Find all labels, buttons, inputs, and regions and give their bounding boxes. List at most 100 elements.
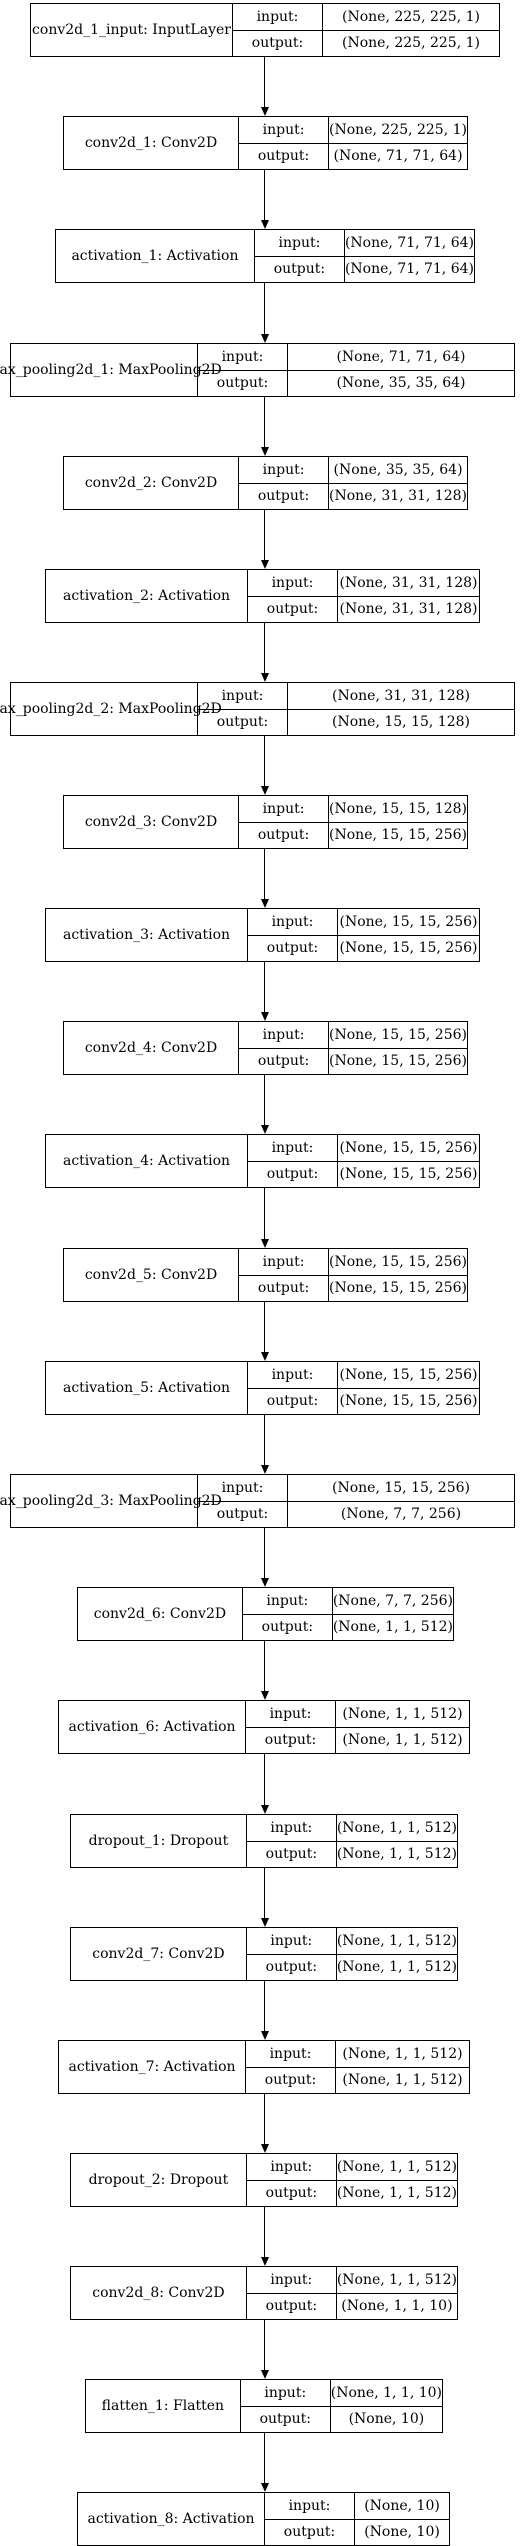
- arrow-head-icon: [260, 673, 269, 682]
- connector-line: [264, 1302, 265, 1352]
- output-row-shape: (None, 35, 35, 64): [336, 375, 466, 392]
- connector-line: [264, 1188, 265, 1239]
- arrow-head-icon: [260, 1012, 269, 1021]
- output-row-label: output:: [239, 1275, 330, 1301]
- output-row-label: output:: [248, 935, 338, 961]
- layer-name: activation_6: Activation: [59, 1701, 246, 1753]
- input-row: input:(None, 1, 1, 512): [247, 1928, 457, 1954]
- input-row-shape: (None, 1, 1, 512): [336, 1819, 457, 1836]
- layer-io: input:(None, 10)output:(None, 10): [265, 2493, 449, 2545]
- output-row: output:(None, 15, 15, 256): [248, 1387, 479, 1414]
- layer-name: activation_3: Activation: [46, 909, 248, 961]
- input-row-shape: (None, 1, 1, 512): [336, 2271, 457, 2288]
- output-row-shape: (None, 1, 1, 512): [336, 2185, 457, 2202]
- layer-io: input:(None, 1, 1, 512)output:(None, 1, …: [246, 2154, 457, 2206]
- output-row: output:(None, 1, 1, 512): [242, 1613, 453, 1640]
- input-row-label: input:: [265, 2493, 355, 2519]
- input-row-label: input:: [248, 1362, 338, 1388]
- output-row-shape: (None, 31, 31, 128): [339, 601, 478, 618]
- output-row-shape: (None, 15, 15, 256): [329, 827, 467, 844]
- connector-line: [264, 510, 265, 560]
- layer-io: input:(None, 1, 1, 512)output:(None, 1, …: [246, 1701, 469, 1753]
- output-row-label: output:: [248, 1161, 338, 1187]
- output-row-shape: (None, 10): [364, 2524, 440, 2541]
- output-row-label: output:: [239, 822, 330, 848]
- layer-io: input:(None, 1, 1, 512)output:(None, 1, …: [246, 1815, 457, 1867]
- output-row-label: output:: [239, 143, 330, 169]
- layer-name: conv2d_3: Conv2D: [64, 796, 240, 848]
- layer-io: input:(None, 15, 15, 256)output:(None, 1…: [248, 909, 479, 961]
- input-row-label: input:: [247, 2154, 337, 2180]
- layer-io: input:(None, 1, 1, 512)output: (None, 1, …: [246, 2041, 469, 2093]
- connector-line: [264, 1075, 265, 1125]
- input-row: input:(None, 1, 1, 512): [246, 2041, 469, 2067]
- layer-name: activation_8: Activation: [78, 2493, 265, 2545]
- output-row-label: output:: [198, 709, 288, 735]
- layer-name: dropout_2: Dropout: [71, 2154, 247, 2206]
- output-row: output: (None, 15, 15, 128): [198, 708, 514, 735]
- output-row-label: output:: [241, 2406, 331, 2432]
- output-row-label: output:: [243, 1614, 333, 1640]
- output-row: output:(None, 10): [240, 2405, 442, 2432]
- layer-name: conv2d_7: Conv2D: [71, 1928, 247, 1980]
- output-row-shape: (None, 31, 31, 128): [329, 488, 467, 505]
- arrow-head-icon: [260, 1918, 269, 1927]
- input-row-shape: (None, 35, 35, 64): [333, 461, 463, 478]
- output-row: output:(None, 15, 15, 256): [248, 934, 479, 961]
- input-row: input:(None, 1, 1, 512): [246, 1701, 469, 1727]
- input-row-shape: (None, 15, 15, 256): [329, 1026, 467, 1043]
- input-row: input:(None, 35, 35, 64): [239, 457, 467, 483]
- output-row-label: output:: [247, 1954, 337, 1980]
- input-row-shape: (None, 15, 15, 256): [329, 1253, 467, 1270]
- output-row-label: output:: [239, 1048, 330, 1074]
- arrow-head-icon: [260, 447, 269, 456]
- layer-io: input:(None, 15, 15, 256)output:(None, 1…: [239, 1022, 467, 1074]
- connector-line: [264, 2320, 265, 2370]
- layer-name: dropout_1: Dropout: [71, 1815, 247, 1867]
- output-row: output:(None, 15, 15, 256): [248, 1160, 479, 1187]
- output-row-label: output:: [246, 2067, 336, 2093]
- output-row-shape: (None, 15, 15, 128): [332, 714, 470, 731]
- output-row-label: output:: [265, 2519, 355, 2545]
- connector-line: [264, 1528, 265, 1578]
- input-row: input:(None, 15, 15, 256): [248, 1362, 479, 1388]
- input-row: input:(None, 15, 15, 128): [239, 796, 467, 822]
- input-row: input:(None, 1, 1, 512): [247, 2267, 457, 2293]
- input-row-label: input:: [241, 2380, 331, 2406]
- input-row-label: input:: [243, 1588, 333, 1614]
- layer-name: conv2d_6: Conv2D: [78, 1588, 243, 1640]
- input-row-shape: (None, 31, 31, 128): [332, 687, 470, 704]
- output-row: output:(None, 225, 225, 1): [233, 29, 499, 56]
- input-row-label: input:: [246, 1701, 336, 1727]
- layer-name: activation_5: Activation: [46, 1362, 248, 1414]
- output-row-shape: (None, 1, 1, 512): [336, 1959, 457, 1976]
- input-row-shape: (None, 71, 71, 64): [344, 234, 474, 251]
- layer-io: input:(None, 15, 15, 256)output:(None, 1…: [248, 1135, 479, 1187]
- input-row: input:(None, 71, 71, 64): [255, 230, 474, 256]
- arrow-head-icon: [260, 1691, 269, 1700]
- output-row: output:(None, 15, 15, 256): [239, 821, 467, 848]
- output-row-shape: (None, 1, 1, 512): [342, 2072, 463, 2089]
- input-row-shape: (None, 15, 15, 256): [332, 1479, 470, 1496]
- connector-line: [264, 962, 265, 1012]
- connector-line: [264, 283, 265, 334]
- output-row-shape: (None, 71, 71, 64): [333, 148, 463, 165]
- output-row: output:(None, 15, 15, 256): [239, 1047, 467, 1074]
- input-row-label: input:: [255, 230, 345, 256]
- connector-line: [264, 1754, 265, 1805]
- input-row-label: input:: [233, 4, 323, 30]
- input-row-label: input:: [247, 1815, 337, 1841]
- connector-line: [264, 1415, 265, 1465]
- arrow-head-icon: [260, 899, 269, 908]
- connector-line: [264, 57, 265, 107]
